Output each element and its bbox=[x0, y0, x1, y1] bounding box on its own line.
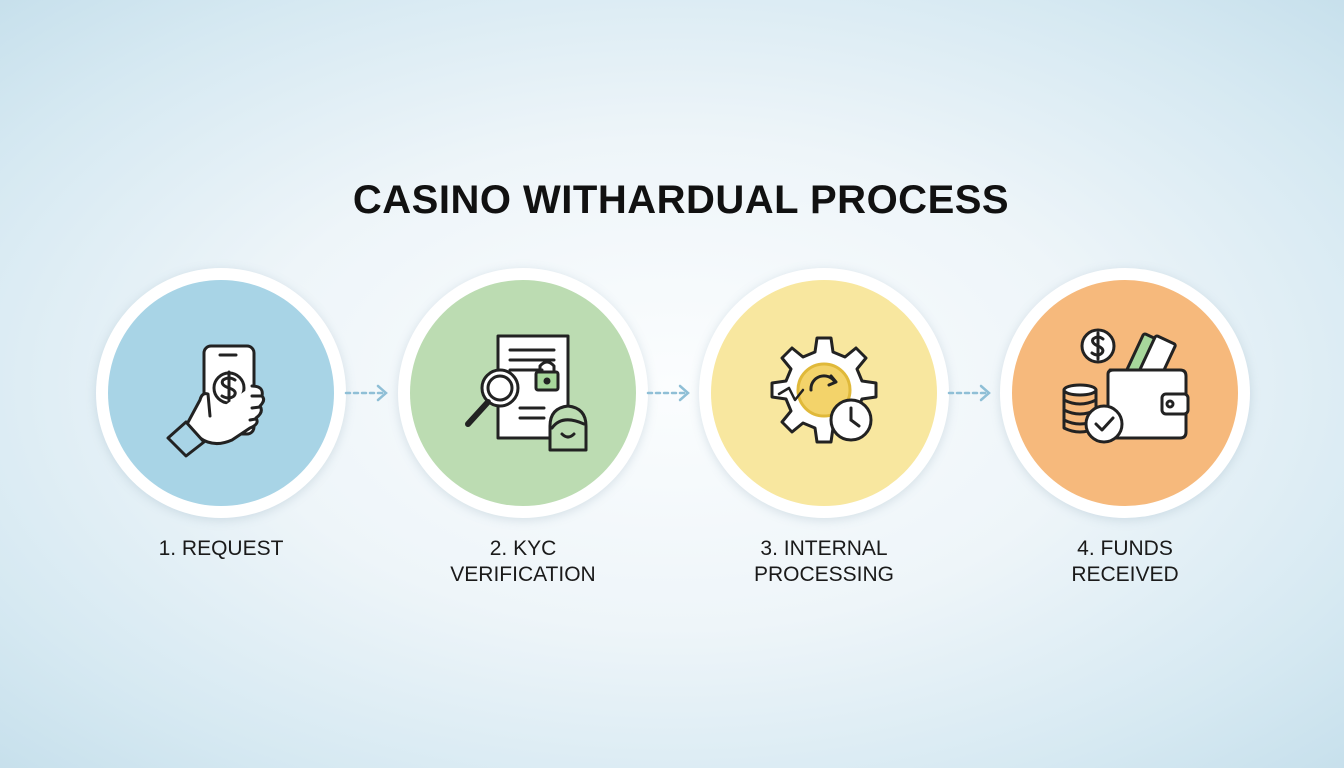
document-magnifier-lock-person-icon bbox=[465, 334, 588, 452]
step-circle bbox=[96, 268, 346, 518]
step-label-line1: 4. FUNDS bbox=[1077, 537, 1173, 560]
step-circle bbox=[699, 268, 949, 518]
step-internal-processing: 3. INTERNAL PROCESSING bbox=[699, 268, 949, 586]
step-label: 1. REQUEST bbox=[56, 536, 386, 562]
wallet-coins-check-icon bbox=[1062, 328, 1190, 444]
step-circle bbox=[1000, 268, 1250, 518]
hand-phone-dollar-icon bbox=[166, 344, 266, 458]
diagram-title: CASINO WITHARDUAL PROCESS bbox=[352, 178, 1010, 222]
step-disc bbox=[1012, 280, 1238, 506]
dashed-arrow-icon bbox=[646, 384, 690, 402]
step-label-line1: 2. KYC bbox=[489, 537, 557, 560]
step-label-line2: RECEIVED bbox=[1071, 563, 1179, 586]
dashed-arrow-icon bbox=[344, 384, 388, 402]
step-funds-received: 4. FUNDS RECEIVED bbox=[1000, 268, 1250, 586]
gear-clock-icon bbox=[770, 336, 878, 444]
step-label-line1: 1. REQUEST bbox=[158, 537, 284, 560]
step-disc bbox=[711, 280, 937, 506]
step-label-line1: 3. INTERNAL bbox=[760, 537, 888, 560]
step-label: 3. INTERNAL PROCESSING bbox=[659, 536, 989, 588]
step-disc bbox=[108, 280, 334, 506]
step-label-line2: VERIFICATION bbox=[450, 563, 596, 586]
step-label-line2: PROCESSING bbox=[753, 563, 895, 586]
step-disc bbox=[410, 280, 636, 506]
step-label: 4. FUNDS RECEIVED bbox=[960, 536, 1290, 588]
step-label: 2. KYC VERIFICATION bbox=[358, 536, 688, 588]
step-request: 1. REQUEST bbox=[96, 268, 346, 560]
step-circle bbox=[398, 268, 648, 518]
step-kyc-verification: 2. KYC VERIFICATION bbox=[398, 268, 648, 586]
dashed-arrow-icon bbox=[947, 384, 991, 402]
